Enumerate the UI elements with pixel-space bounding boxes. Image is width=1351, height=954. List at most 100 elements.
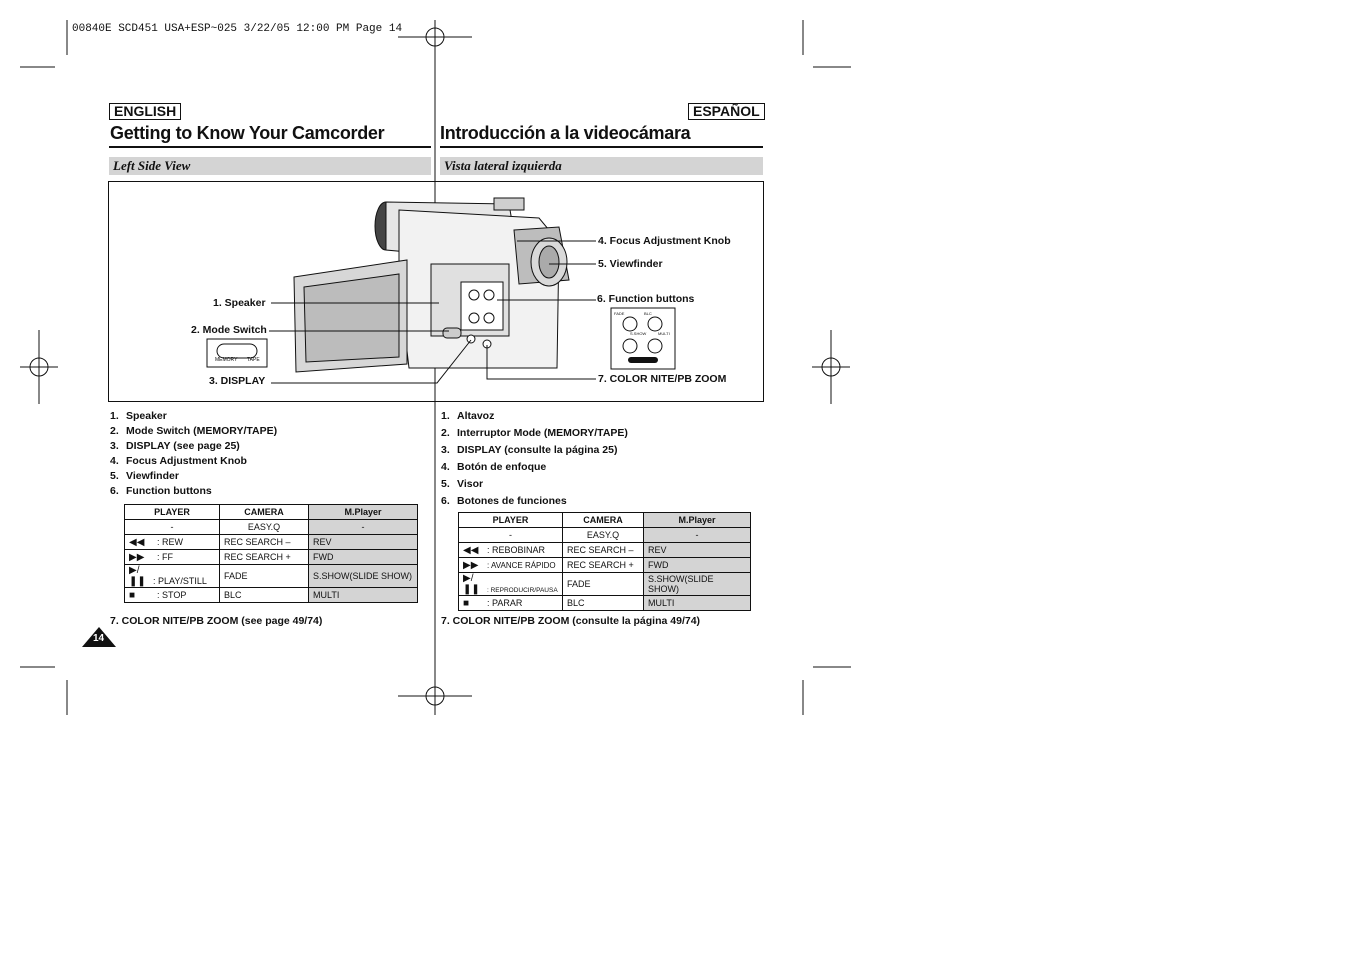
play-pause-icon: ▶/❚❚ <box>129 565 146 587</box>
table-cell: REC SEARCH – <box>562 542 644 558</box>
fast-forward-icon: ▶▶ <box>463 559 479 571</box>
table-row: ▶▶ : FF REC SEARCH + FWD <box>124 549 418 565</box>
table-cell: FWD <box>643 557 751 573</box>
table-cell: REV <box>308 534 418 550</box>
table-row: ▶/❚❚ : REPRODUCIR/PAUSA FADE S.SHOW(SLIDE… <box>458 572 751 596</box>
table-cell: S.SHOW(SLIDE SHOW) <box>643 572 751 596</box>
list-item: 5.Viewfinder <box>110 470 179 482</box>
table-cell: S.SHOW(SLIDE SHOW) <box>308 564 418 588</box>
table-header: CAMERA <box>562 512 644 528</box>
table-header: M.Player <box>308 504 418 520</box>
camcorder-illustration <box>206 197 676 384</box>
table-cell: FADE <box>219 564 309 588</box>
english-function-table: PLAYER CAMERA M.Player - EASY.Q - ◀◀: RE… <box>124 504 418 603</box>
list-item: 6.Botones de funciones <box>441 495 567 507</box>
callout-function-buttons: 6. Function buttons <box>597 293 695 305</box>
table-row: ▶▶ : AVANCE RÁPIDO REC SEARCH + FWD <box>458 557 751 573</box>
table-header-row: PLAYER CAMERA M.Player <box>124 504 418 520</box>
table-cell: MULTI <box>643 595 751 611</box>
spanish-title: Introducción a la videocámara <box>440 123 691 143</box>
list-item: 2.Interruptor Mode (MEMORY/TAPE) <box>441 427 628 439</box>
table-row: ■ : PARAR BLC MULTI <box>458 595 751 611</box>
table-row: ■ : STOP BLC MULTI <box>124 587 418 603</box>
table-cell: REC SEARCH – <box>219 534 309 550</box>
table-cell: : STOP <box>157 589 187 600</box>
list-item: 4.Focus Adjustment Knob <box>110 455 247 467</box>
table-cell: : PLAY/STILL <box>153 576 207 586</box>
stop-icon: ■ <box>129 589 136 601</box>
english-item-list: 1.Speaker 2.Mode Switch (MEMORY/TAPE) 3.… <box>110 409 277 499</box>
callout-color-nite: 7. COLOR NITE/PB ZOOM <box>598 373 727 385</box>
table-cell: : REW <box>157 536 183 547</box>
spanish-subheading: Vista lateral izquierda <box>444 158 562 173</box>
table-cell: MULTI <box>308 587 418 603</box>
callout-focus-knob: 4. Focus Adjustment Knob <box>598 235 731 247</box>
table-row: ◀◀ : REBOBINAR REC SEARCH – REV <box>458 542 751 558</box>
english-item-7: 7. COLOR NITE/PB ZOOM (see page 49/74) <box>110 615 323 627</box>
spanish-title-rule <box>440 146 763 148</box>
table-row: - EASY.Q - <box>124 519 418 535</box>
callout-speaker: 1. Speaker <box>213 297 266 309</box>
camcorder-diagram: 1. Speaker 2. Mode Switch 3. DISPLAY 4. … <box>108 181 764 402</box>
callout-mode-switch: 2. Mode Switch <box>191 324 267 336</box>
table-cell: : PARAR <box>487 597 523 608</box>
page-number-badge <box>82 627 116 647</box>
table-cell: EASY.Q <box>219 519 309 535</box>
table-cell: : REBOBINAR <box>487 544 546 555</box>
table-header: PLAYER <box>458 512 563 528</box>
callout-viewfinder: 5. Viewfinder <box>598 258 663 270</box>
english-title: Getting to Know Your Camcorder <box>110 123 385 143</box>
spanish-item-list: 1.Altavoz 2.Interruptor Mode (MEMORY/TAP… <box>441 409 628 511</box>
english-subheading: Left Side View <box>113 158 191 173</box>
table-header-row: PLAYER CAMERA M.Player <box>458 512 751 528</box>
table-cell: - <box>124 519 220 535</box>
table-cell: FWD <box>308 549 418 565</box>
rewind-icon: ◀◀ <box>463 544 479 556</box>
spanish-function-table: PLAYER CAMERA M.Player - EASY.Q - ◀◀ : RE… <box>458 512 751 611</box>
list-item: 3.DISPLAY (consulte la página 25) <box>441 444 618 456</box>
table-row: ◀◀: REW REC SEARCH – REV <box>124 534 418 550</box>
table-row: ▶/❚❚ : PLAY/STILL FADE S.SHOW(SLIDE SHOW) <box>124 564 418 588</box>
table-header: M.Player <box>643 512 751 528</box>
table-cell: - <box>458 527 563 543</box>
spanish-subheading-bar: Vista lateral izquierda <box>440 157 763 175</box>
table-cell: BLC <box>219 587 309 603</box>
panel-blc-label: BLC <box>644 311 652 316</box>
mode-switch-tape-label: TAPE <box>247 357 260 363</box>
play-pause-icon: ▶/❚❚ <box>463 573 480 595</box>
table-cell: - <box>308 519 418 535</box>
table-cell: : AVANCE RÁPIDO <box>487 560 556 570</box>
print-header: 00840E SCD451 USA+ESP~025 3/22/05 12:00 … <box>72 23 403 35</box>
panel-fade-label: FADE <box>614 311 625 316</box>
callout-display: 3. DISPLAY <box>209 375 266 387</box>
spanish-tag: ESPAÑOL <box>688 103 765 120</box>
table-header: CAMERA <box>219 504 309 520</box>
page-number: 14 <box>93 633 105 644</box>
mode-switch-memory-label: MEMORY <box>215 357 238 363</box>
table-cell: REV <box>643 542 751 558</box>
list-item: 6.Function buttons <box>110 485 212 497</box>
table-cell: REC SEARCH + <box>562 557 644 573</box>
table-cell: FADE <box>562 572 644 596</box>
table-cell: : REPRODUCIR/PAUSA <box>487 587 558 594</box>
table-row: - EASY.Q - <box>458 527 751 543</box>
list-item: 1.Speaker <box>110 410 167 422</box>
list-item: 4.Botón de enfoque <box>441 461 547 473</box>
list-item: 5.Visor <box>441 478 484 490</box>
list-item: 2.Mode Switch (MEMORY/TAPE) <box>110 425 278 437</box>
table-cell: BLC <box>562 595 644 611</box>
table-cell: REC SEARCH + <box>219 549 309 565</box>
english-subheading-bar: Left Side View <box>109 157 431 175</box>
panel-multi-label: MULTI <box>658 331 670 336</box>
table-cell: EASY.Q <box>562 527 644 543</box>
spanish-item-7: 7. COLOR NITE/PB ZOOM (consulte la págin… <box>441 615 701 627</box>
english-title-rule <box>109 146 431 148</box>
list-item: 3.DISPLAY (see page 25) <box>110 440 240 452</box>
table-cell: - <box>643 527 751 543</box>
english-tag: ENGLISH <box>109 103 182 120</box>
list-item: 1.Altavoz <box>441 410 495 422</box>
fast-forward-icon: ▶▶ <box>129 551 145 563</box>
stop-icon: ■ <box>463 597 470 609</box>
table-header: PLAYER <box>124 504 220 520</box>
table-cell: : FF <box>157 551 173 562</box>
